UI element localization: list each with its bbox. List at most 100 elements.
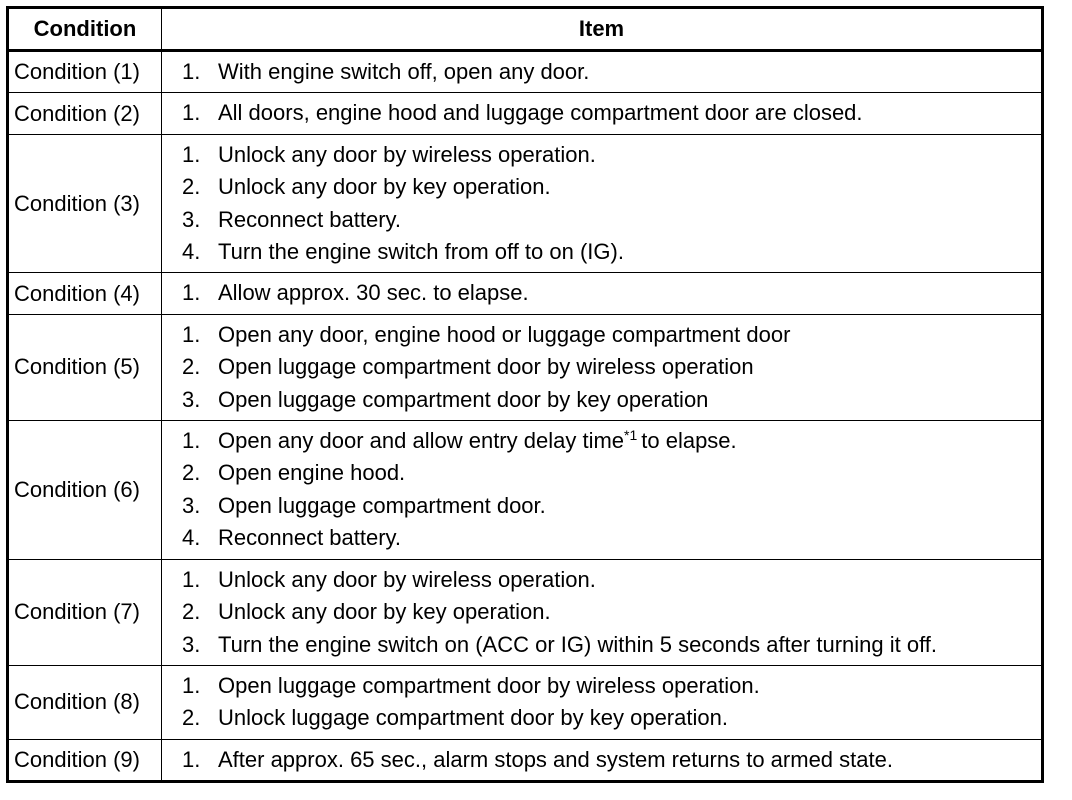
item-number: 1. (182, 672, 201, 698)
item-text: Unlock any door by key operation. (218, 174, 551, 200)
item-number: 1. (182, 566, 201, 592)
list-item: 2. Unlock any door by key operation. (182, 596, 1041, 628)
list-item: 1. Allow approx. 30 sec. to elapse. (182, 277, 1041, 309)
condition-items-cell: 1. Open any door and allow entry delay ti… (161, 420, 1043, 560)
item-list: 1. After approx. 65 sec., alarm stops and… (182, 744, 1041, 776)
condition-table: Condition Item Condition (1) 1. With engin… (6, 6, 1044, 784)
table-row: Condition (6) 1. Open any door and allow e… (7, 420, 1043, 560)
list-item: 4. Reconnect battery. (182, 522, 1041, 554)
item-text: Open luggage compartment door. (218, 492, 546, 518)
item-number: 2. (182, 354, 201, 380)
item-list: 1. Allow approx. 30 sec. to elapse. (182, 277, 1041, 309)
list-item: 2. Open luggage compartment door by wirel… (182, 351, 1041, 383)
item-number: 3. (182, 492, 201, 518)
condition-items-cell: 1. Open any door, engine hood or luggage … (161, 313, 1043, 422)
footnote-marker: *1 (624, 426, 638, 443)
item-number: 3. (182, 206, 201, 232)
condition-label: Condition (6) (7, 420, 162, 560)
item-text: Reconnect battery. (218, 525, 402, 551)
list-item: 2. Unlock luggage compartment door by key… (182, 702, 1041, 734)
list-item: 1. Open any door and allow entry delay ti… (182, 425, 1041, 457)
table-row: Condition (5) 1. Open any door, engine hoo… (7, 313, 1043, 422)
header-item: Item (161, 7, 1043, 52)
condition-items-cell: 1.Unlock any door by wireless operation.… (161, 133, 1043, 274)
condition-label: Condition (1) (7, 49, 162, 94)
item-list: 1. Unlock any door by wireless operation.… (182, 564, 1041, 661)
list-item: 1.Unlock any door by wireless operation. (182, 139, 1041, 171)
table-row: Condition (3)1.Unlock any door by wirele… (7, 133, 1043, 274)
item-text: All doors, engine hood and luggage compa… (218, 100, 863, 126)
condition-items-cell: 1. With engine switch off, open any door. (161, 49, 1043, 94)
item-text: Open luggage compartment door by wireles… (218, 672, 760, 698)
header-condition: Condition (7, 7, 162, 52)
list-item: 1. Open luggage compartment door by wirel… (182, 670, 1041, 702)
item-text: After approx. 65 sec., alarm stops and s… (218, 746, 893, 772)
table-row: Condition (1) 1. With engine switch off, o… (7, 49, 1043, 94)
item-number: 1. (182, 321, 201, 347)
item-number: 2. (182, 705, 201, 731)
condition-label: Condition (2) (7, 92, 162, 135)
item-number: 2. (182, 174, 201, 200)
list-item: 1. After approx. 65 sec., alarm stops and… (182, 744, 1041, 776)
item-number: 3. (182, 631, 201, 657)
list-item: 3. Reconnect battery. (182, 204, 1041, 236)
table-header-row: Condition Item (7, 7, 1043, 52)
list-item: 1.All doors, engine hood and luggage com… (182, 97, 1041, 129)
item-list: 1.All doors, engine hood and luggage com… (182, 97, 1041, 129)
condition-label: Condition (9) (7, 738, 162, 783)
list-item: 3. Turn the engine switch on (ACC or IG) … (182, 629, 1041, 661)
table-row: Condition (7) 1. Unlock any door by wirele… (7, 558, 1043, 666)
item-number: 1. (182, 428, 201, 454)
condition-items-cell: 1. Allow approx. 30 sec. to elapse. (161, 272, 1043, 315)
condition-label: Condition (5) (7, 313, 162, 422)
condition-label: Condition (4) (7, 272, 162, 315)
item-text: Open any door, engine hood or luggage co… (218, 321, 791, 347)
condition-label: Condition (7) (7, 558, 162, 666)
item-text: Open luggage compartment door by wireles… (218, 354, 754, 380)
item-text: Turn the engine switch on (ACC or IG) wi… (218, 631, 938, 657)
condition-label: Condition (3) (7, 133, 162, 274)
item-number: 4. (182, 525, 201, 551)
item-number: 1. (182, 59, 201, 84)
table-body: Condition (1) 1. With engine switch off, o… (7, 49, 1043, 783)
item-text: Unlock any door by key operation. (218, 599, 551, 625)
table-row: Condition (4) 1. Allow approx. 30 sec. to … (7, 272, 1043, 315)
item-text: Open engine hood. (218, 460, 406, 486)
condition-label: Condition (8) (7, 664, 162, 740)
list-item: 4.Turn the engine switch from off to on … (182, 236, 1041, 268)
condition-items-cell: 1. After approx. 65 sec., alarm stops and… (161, 738, 1043, 783)
item-number: 2. (182, 599, 201, 625)
table-row: Condition (9) 1. After approx. 65 sec., al… (7, 738, 1043, 783)
condition-items-cell: 1. Unlock any door by wireless operation.… (161, 558, 1043, 666)
item-text: Allow approx. 30 sec. to elapse. (218, 280, 529, 306)
item-list: 1. With engine switch off, open any door. (182, 56, 1041, 88)
item-text: Unlock any door by wireless operation. (218, 141, 596, 167)
table-row: Condition (2) 1.All doors, engine hood an… (7, 92, 1043, 135)
item-number: 1. (182, 746, 201, 772)
item-text: Unlock any door by wireless operation. (218, 566, 596, 592)
list-item: 3. Open luggage compartment door by key o… (182, 384, 1041, 416)
condition-items-cell: 1.All doors, engine hood and luggage com… (161, 92, 1043, 135)
list-item: 2. Open engine hood. (182, 457, 1041, 489)
item-text-continued: to elapse. (641, 428, 737, 454)
document-page: Condition Item Condition (1) 1. With engin… (6, 6, 1044, 784)
list-item: 3. Open luggage compartment door. (182, 490, 1041, 522)
list-item: 1. Open any door, engine hood or luggage … (182, 319, 1041, 351)
item-text: Open any door and allow entry delay time (218, 428, 625, 454)
list-item: 1. With engine switch off, open any door. (182, 56, 1041, 88)
item-list: 1. Open any door and allow entry delay ti… (182, 425, 1041, 555)
item-text: Reconnect battery. (218, 206, 402, 232)
item-number: 2. (182, 460, 201, 486)
condition-items-cell: 1. Open luggage compartment door by wirel… (161, 664, 1043, 740)
item-text: With engine switch off, open any door. (218, 59, 590, 84)
item-number: 4. (182, 239, 201, 265)
item-text: Open luggage compartment door by key ope… (218, 386, 709, 412)
item-number: 3. (182, 386, 201, 412)
item-list: 1. Open luggage compartment door by wirel… (182, 670, 1041, 735)
item-list: 1. Open any door, engine hood or luggage … (182, 319, 1041, 416)
item-text: Unlock luggage compartment door by key o… (218, 705, 728, 731)
table-row: Condition (8) 1. Open luggage compartment … (7, 664, 1043, 740)
item-number: 1. (182, 280, 201, 306)
list-item: 1. Unlock any door by wireless operation. (182, 564, 1041, 596)
item-list: 1.Unlock any door by wireless operation.… (182, 139, 1041, 269)
